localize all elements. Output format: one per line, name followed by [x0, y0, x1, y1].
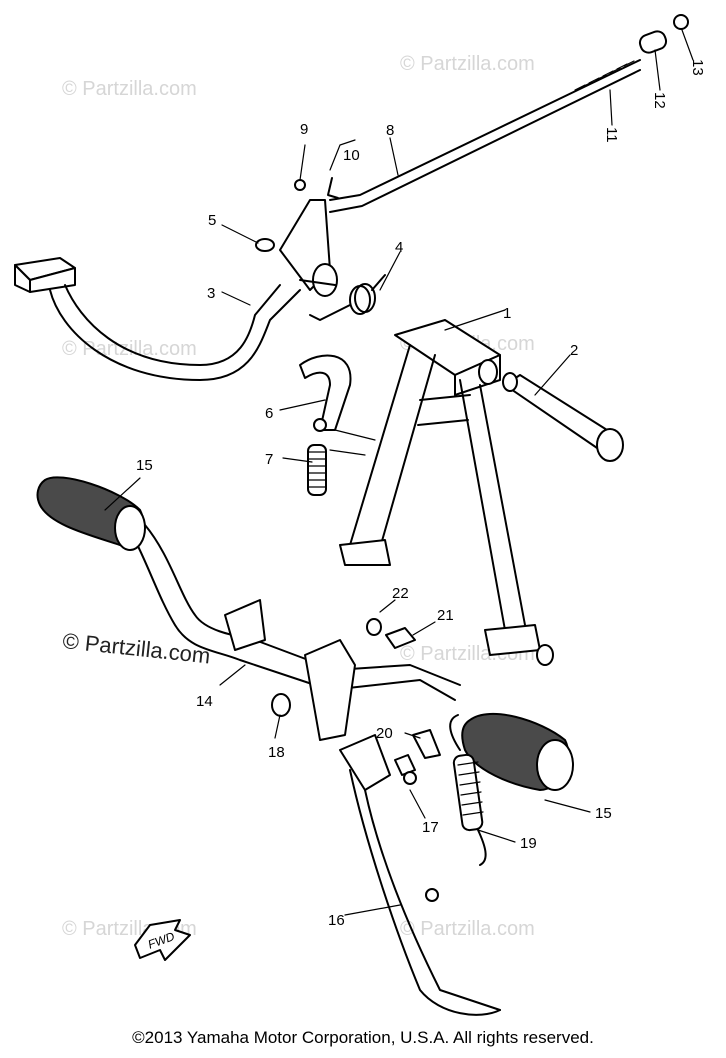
center-stand — [329, 319, 554, 666]
callout-17: 17 — [422, 819, 439, 836]
callout-10: 10 — [343, 147, 360, 164]
pedal-spring — [309, 274, 386, 321]
callout-4: 4 — [395, 239, 403, 256]
callout-19: 19 — [520, 835, 537, 852]
callout-7: 7 — [265, 451, 273, 468]
callout-16: 16 — [328, 912, 345, 929]
callout-12: 12 — [651, 92, 668, 109]
small-hardware-upper — [255, 177, 339, 252]
callout-14: 14 — [196, 693, 213, 710]
callout-18: 18 — [268, 744, 285, 761]
forward-arrow: FWD — [134, 919, 191, 961]
callout-5: 5 — [208, 212, 216, 229]
side-stand — [339, 734, 501, 1016]
watermark: © Partzilla.com — [62, 78, 197, 100]
watermark: © Partzilla.com — [62, 338, 197, 360]
watermark: © Partzilla.com — [400, 53, 535, 75]
callout-labels: 1 2 3 4 5 6 7 8 9 10 11 12 13 14 15 15 1… — [136, 59, 706, 929]
callout-11: 11 — [603, 127, 620, 143]
callout-22: 22 — [392, 585, 409, 602]
callout-15-left: 15 — [136, 457, 153, 474]
brake-rod — [329, 59, 641, 213]
callout-1: 1 — [503, 305, 511, 322]
pivot-shaft — [502, 372, 624, 462]
callout-20: 20 — [376, 725, 393, 742]
callout-3: 3 — [207, 285, 215, 302]
stand-arm — [299, 354, 352, 432]
callout-15-right: 15 — [595, 805, 612, 822]
leader-lines — [104, 29, 694, 916]
side-stand-spring — [449, 714, 487, 866]
callout-13: 13 — [689, 59, 706, 76]
adjuster-nut — [638, 14, 689, 54]
watermark-prominent: © Partzilla.com — [61, 628, 211, 668]
callout-6: 6 — [265, 405, 273, 422]
brake-pedal — [14, 199, 338, 381]
copyright-notice: ©2013 Yamaha Motor Corporation, U.S.A. A… — [132, 1028, 594, 1047]
footrest-bar — [134, 524, 461, 741]
footrest-grip-left — [36, 476, 146, 551]
callout-8: 8 — [386, 122, 394, 139]
small-hardware-lower — [271, 618, 441, 785]
footrest-grip-right — [461, 712, 574, 792]
callout-9: 9 — [300, 121, 308, 138]
watermark: © Partzilla.com — [400, 918, 535, 940]
callout-2: 2 — [570, 342, 578, 359]
callout-21: 21 — [437, 607, 454, 624]
stand-spring — [307, 444, 327, 496]
